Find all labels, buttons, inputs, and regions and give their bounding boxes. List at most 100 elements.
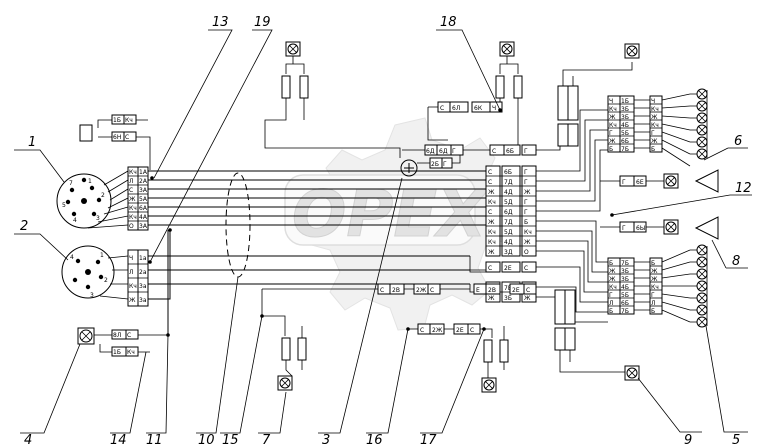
lamp-column-lower (690, 244, 708, 328)
callout-17: 17 (420, 433, 437, 448)
svg-text:7Б: 7Б (621, 146, 629, 153)
svg-text:5Б: 5Б (621, 130, 629, 137)
svg-text:С: С (420, 327, 424, 334)
connector-2-body (61, 245, 115, 299)
svg-text:1: 1 (100, 252, 104, 259)
svg-text:Кч: Кч (129, 205, 137, 212)
svg-text:С: С (526, 287, 530, 294)
svg-text:Кч: Кч (651, 106, 659, 113)
svg-text:4Д: 4Д (504, 239, 513, 246)
svg-text:7Б: 7Б (621, 260, 629, 267)
svg-text:3Б: 3Б (621, 106, 629, 113)
callout-9: 9 (684, 433, 692, 448)
svg-text:2Е: 2Е (512, 287, 520, 294)
svg-text:С: С (380, 287, 384, 294)
svg-text:Ж: Ж (129, 297, 136, 304)
svg-text:4Д: 4Д (504, 189, 513, 196)
callout-19: 19 (254, 15, 271, 30)
callout-3: 3 (322, 433, 330, 448)
svg-text:Кч: Кч (651, 122, 659, 129)
main-harness (148, 170, 490, 300)
svg-text:С: С (492, 148, 496, 155)
svg-text:7Б: 7Б (621, 308, 629, 315)
svg-text:Ч: Ч (609, 98, 613, 105)
svg-text:Кч: Кч (488, 239, 496, 246)
svg-text:Ж: Ж (609, 268, 616, 275)
svg-text:2Ж: 2Ж (432, 327, 443, 334)
svg-text:4: 4 (73, 217, 77, 224)
callout-11: 11 (146, 433, 163, 448)
svg-text:6Д: 6Д (439, 148, 448, 155)
svg-text:6Б: 6Б (506, 148, 514, 155)
svg-text:Ж: Ж (651, 138, 658, 145)
svg-text:3Б: 3Б (621, 114, 629, 121)
watermark-text: OPEX (292, 178, 489, 252)
svg-text:С: С (129, 187, 133, 194)
svg-text:6А: 6А (139, 205, 148, 212)
svg-text:Кч: Кч (609, 106, 617, 113)
svg-text:Ж: Ж (651, 114, 658, 121)
svg-text:3Б: 3Б (504, 295, 512, 302)
wire-chain-17a: Е 2В 2Е С (473, 283, 537, 295)
callout-10: 10 (198, 433, 215, 448)
svg-text:Кч: Кч (651, 284, 659, 291)
relay-upper (557, 43, 640, 147)
horn-8: Г 6Ы (600, 216, 719, 240)
svg-text:1: 1 (88, 178, 92, 185)
svg-text:Г: Г (622, 179, 626, 186)
svg-text:Ж: Ж (488, 295, 495, 302)
svg-text:С: С (488, 209, 492, 216)
connector-1-pin-table: Кч Л С Ж Кч Кч О 1А 2А 3А 5А 6А 4А 3А (127, 166, 149, 231)
lamp-block-upper: Ч Кч Ж Кч Г Ж Б 1Б 3Б 3Б 4Б 5Б 6Б 7Б Ч К… (607, 93, 691, 167)
svg-text:5Д: 5Д (504, 199, 513, 206)
svg-text:7Д: 7Д (504, 179, 513, 186)
svg-text:О: О (524, 249, 529, 256)
svg-text:6Д: 6Д (426, 148, 435, 155)
callout-2: 2 (20, 219, 28, 234)
wire-chain-16: С 2Ж 2Е С (408, 323, 509, 393)
svg-text:3: 3 (90, 292, 94, 299)
callout-18: 18 (440, 15, 457, 30)
svg-text:1Б: 1Б (113, 349, 121, 356)
lamp-block-lower: Б Ж Ж Кч Г Л Б 7Б 3Б 3Б 4Б 5Б 6Б 7Б Б Ж … (607, 249, 691, 323)
svg-text:4: 4 (70, 254, 74, 261)
svg-text:6Б: 6Б (621, 300, 629, 307)
callout-5: 5 (732, 433, 740, 448)
svg-text:2Е: 2Е (504, 265, 512, 272)
svg-text:Ж: Ж (488, 189, 495, 196)
svg-text:1А: 1А (139, 169, 148, 176)
callout-7: 7 (262, 433, 271, 448)
svg-text:4А: 4А (139, 214, 148, 221)
svg-text:Б: Б (609, 308, 613, 315)
svg-text:Ж: Ж (609, 276, 616, 283)
svg-text:Г: Г (609, 130, 613, 137)
svg-text:Г: Г (609, 292, 613, 299)
svg-text:О: О (129, 223, 134, 230)
connector-2-pin-table: Ч Л Кч Ж 1а 2а 3а 3а (127, 249, 149, 307)
callout-1: 1 (28, 135, 36, 150)
callout-16: 16 (366, 433, 383, 448)
svg-text:Б: Б (651, 260, 655, 267)
svg-text:4Б: 4Б (621, 284, 629, 291)
svg-text:С: С (488, 265, 492, 272)
svg-text:Кч: Кч (609, 122, 617, 129)
svg-text:Кч: Кч (129, 169, 137, 176)
svg-text:6Н: 6Н (113, 134, 121, 141)
svg-text:Г: Г (651, 130, 655, 137)
svg-text:Б: Б (524, 219, 528, 226)
svg-text:3: 3 (96, 215, 100, 222)
svg-text:Б: Б (609, 146, 613, 153)
svg-text:2В: 2В (488, 287, 496, 294)
callout-8: 8 (732, 254, 740, 269)
svg-text:Кч: Кч (125, 117, 133, 124)
callout-leaders (14, 29, 752, 434)
side-lamp-4: 8Л С 1Б Кч (77, 327, 168, 357)
svg-text:Г: Г (452, 148, 456, 155)
svg-text:Л: Л (129, 178, 134, 185)
svg-text:Г: Г (524, 199, 528, 206)
svg-text:Г: Г (524, 209, 528, 216)
svg-text:2Ж: 2Ж (416, 287, 427, 294)
horn-6: Г 6Е (600, 169, 719, 193)
